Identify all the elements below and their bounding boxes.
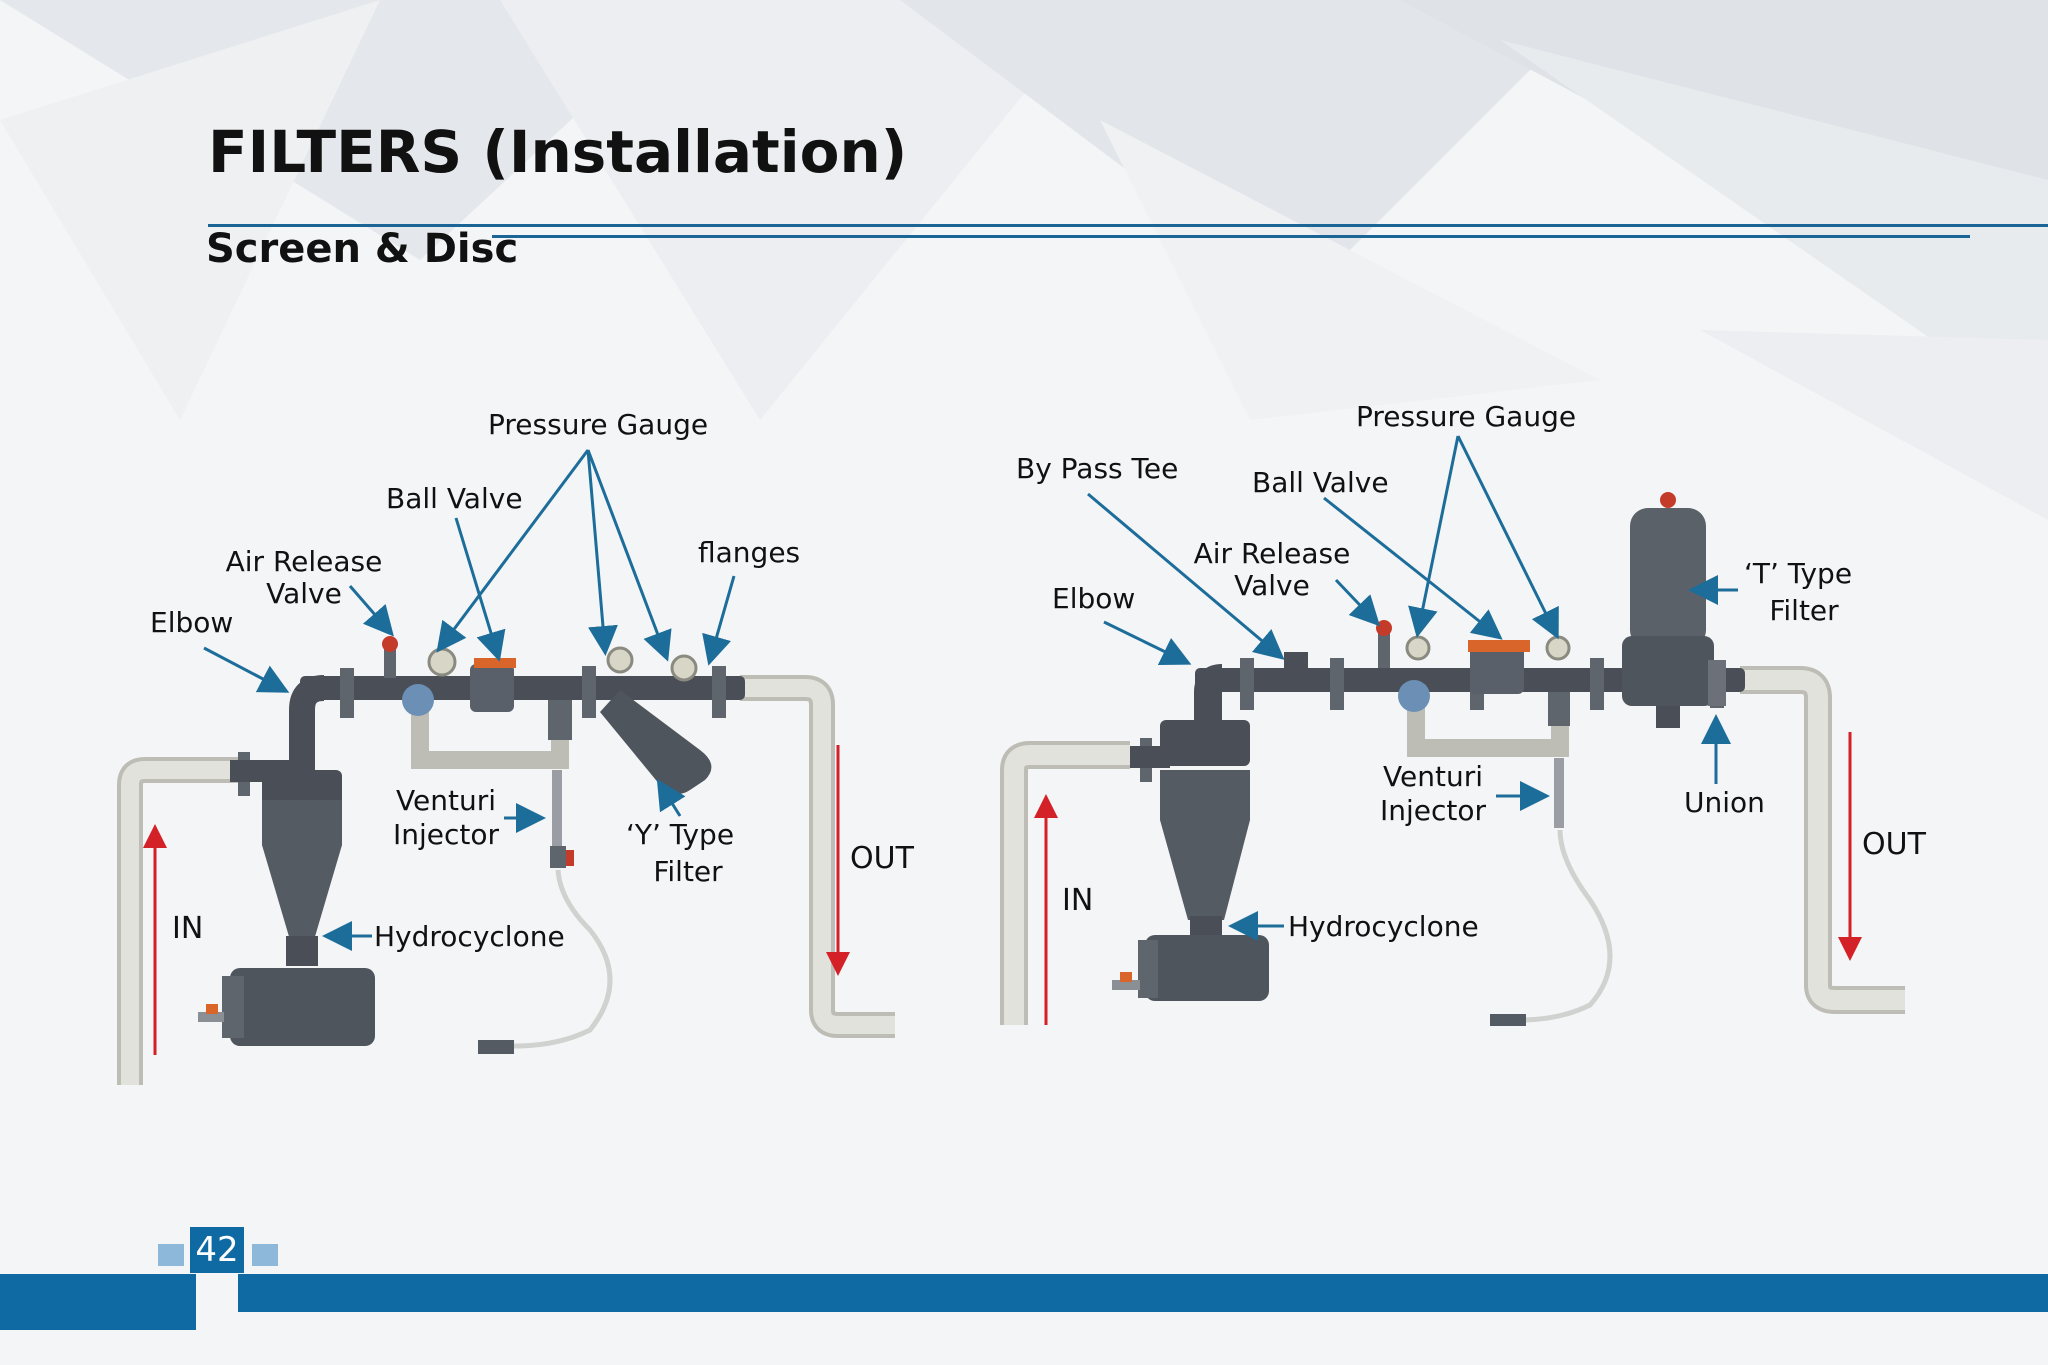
label-out-left: OUT <box>850 841 914 876</box>
page-marker-right <box>252 1244 278 1266</box>
label-hydrocyclone-right: Hydrocyclone <box>1288 910 1479 943</box>
label-venturi-injector-right-line2: Injector <box>1379 794 1487 827</box>
label-venturi-injector-right-line1: Venturi <box>1383 760 1483 793</box>
footer-bar-main <box>238 1274 2048 1312</box>
page-subtitle: Screen & Disc <box>206 226 519 272</box>
label-t-type-filter-line1: ‘T’ Type <box>1743 557 1853 590</box>
subtitle-rule <box>492 235 1970 238</box>
label-elbow-right: Elbow <box>1052 582 1136 615</box>
page-title: FILTERS (Installation) <box>208 118 908 186</box>
label-in-right: IN <box>1062 883 1094 918</box>
label-y-type-filter-line1: ‘Y’ Type <box>625 818 735 851</box>
title-rule <box>208 224 2048 227</box>
label-air-release-valve-right-line1: Air Release <box>1193 537 1351 570</box>
left-installation <box>117 449 895 1085</box>
label-venturi-injector-line1: Venturi <box>396 784 496 817</box>
label-air-release-valve-line1: Air Release <box>225 545 383 578</box>
label-y-type-filter-line2: Filter <box>653 855 723 888</box>
label-out-right: OUT <box>1862 827 1926 862</box>
label-ball-valve: Ball Valve <box>386 482 523 515</box>
label-union: Union <box>1684 786 1765 819</box>
label-pressure-gauge-right: Pressure Gauge <box>1356 400 1577 433</box>
label-air-release-valve-right-line2: Valve <box>1234 569 1310 602</box>
label-hydrocyclone-left: Hydrocyclone <box>374 920 565 953</box>
label-ball-valve-right: Ball Valve <box>1252 466 1389 499</box>
label-in-left: IN <box>172 911 204 946</box>
label-t-type-filter-line2: Filter <box>1769 594 1839 627</box>
page-number: 42 <box>190 1227 244 1273</box>
right-installation <box>1000 435 1905 1026</box>
label-air-release-valve-line2: Valve <box>266 577 342 610</box>
label-pressure-gauge: Pressure Gauge <box>488 408 709 441</box>
page-marker-left <box>158 1244 184 1266</box>
footer-bar-left <box>0 1274 196 1330</box>
label-flanges: flanges <box>698 536 801 569</box>
label-bypass-tee: By Pass Tee <box>1016 452 1179 485</box>
label-venturi-injector-line2: Injector <box>392 818 500 851</box>
label-elbow: Elbow <box>150 606 234 639</box>
